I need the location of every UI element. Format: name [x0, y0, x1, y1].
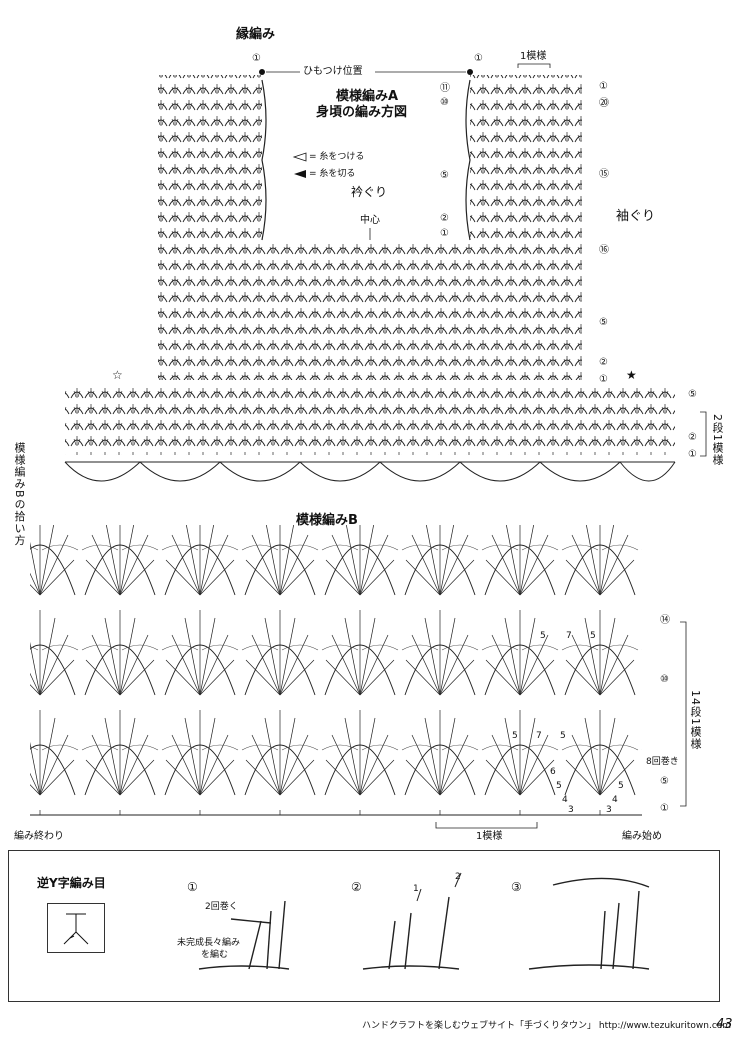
chain-wrap-label: 8回巻き [646, 757, 679, 767]
chart-a-title-2: 身頃の編み方図 [316, 105, 408, 120]
step2-number: ② [351, 880, 362, 894]
start-label: 編み始め [622, 831, 662, 842]
star-open: ☆ [112, 368, 123, 382]
chart-a-title-1: 模様編みA [336, 89, 399, 104]
step1-note-a: 2回巻く [205, 902, 238, 912]
attach-yarn-icon [292, 152, 307, 162]
row-b-10: ⑩ [660, 674, 669, 685]
center-label: 中心 [360, 215, 380, 226]
left-neck-edging [261, 79, 267, 241]
rows-pattern-b: 14段1模様 [689, 690, 702, 750]
scallop-edging [64, 461, 676, 482]
bodice-body-stitches [158, 240, 582, 380]
armhole-label: 袖ぐり [616, 209, 656, 224]
instruction-illustrations [198, 872, 650, 970]
right-strap-stitches [470, 75, 582, 240]
one-pattern-top: 1模様 [520, 51, 547, 62]
step1-note-b: 未完成長々編み [177, 938, 241, 948]
right-neck-edging [465, 79, 471, 241]
row-b-5: ⑤ [660, 776, 669, 787]
end-label: 編み終わり [14, 831, 64, 842]
cut-yarn-icon [294, 170, 306, 178]
step1-number: ① [187, 880, 198, 894]
lower-band-stitches [65, 385, 675, 455]
cord-position-left [259, 69, 265, 75]
step1-note-c: を編む [201, 950, 229, 960]
pickup-label: 模様編みBの拾い方 [13, 442, 26, 547]
footer-text: ハンドクラフトを楽しむウェブサイト「手づくりタウン」 http://www.te… [362, 1021, 732, 1031]
chart-a-drawing [64, 63, 707, 482]
cord-position-right [467, 69, 473, 75]
page-number: 43 [716, 1017, 733, 1032]
legend-attach: = 糸をつける [309, 152, 365, 162]
reverse-y-symbol [47, 903, 105, 953]
left-strap-stitches [158, 75, 262, 240]
chart-b-title: 模様編みB [296, 513, 358, 528]
one-pattern-b: 1模様 [476, 831, 503, 842]
step2-arrow-1: 1 [413, 884, 419, 894]
star-filled: ★ [626, 368, 637, 382]
row-b-1: ① [660, 803, 669, 814]
rows-pattern-a: 2段1模様 [711, 414, 724, 466]
instruction-title: 逆Y字編み目 [37, 876, 106, 890]
edge-label: 縁編み [236, 27, 276, 42]
instruction-box: 逆Y字編み目 ① ② ③ 2回巻く 未完成長々編み を編む 1 2 [8, 850, 720, 1002]
step2-arrow-2: 2 [455, 872, 461, 882]
neckline-label: 衿ぐり [351, 185, 388, 199]
legend-cut: = 糸を切る [309, 169, 356, 179]
step3-number: ③ [511, 880, 522, 894]
row-b-14: ⑭ [660, 615, 670, 626]
cord-position-label: ひもつけ位置 [303, 66, 363, 77]
